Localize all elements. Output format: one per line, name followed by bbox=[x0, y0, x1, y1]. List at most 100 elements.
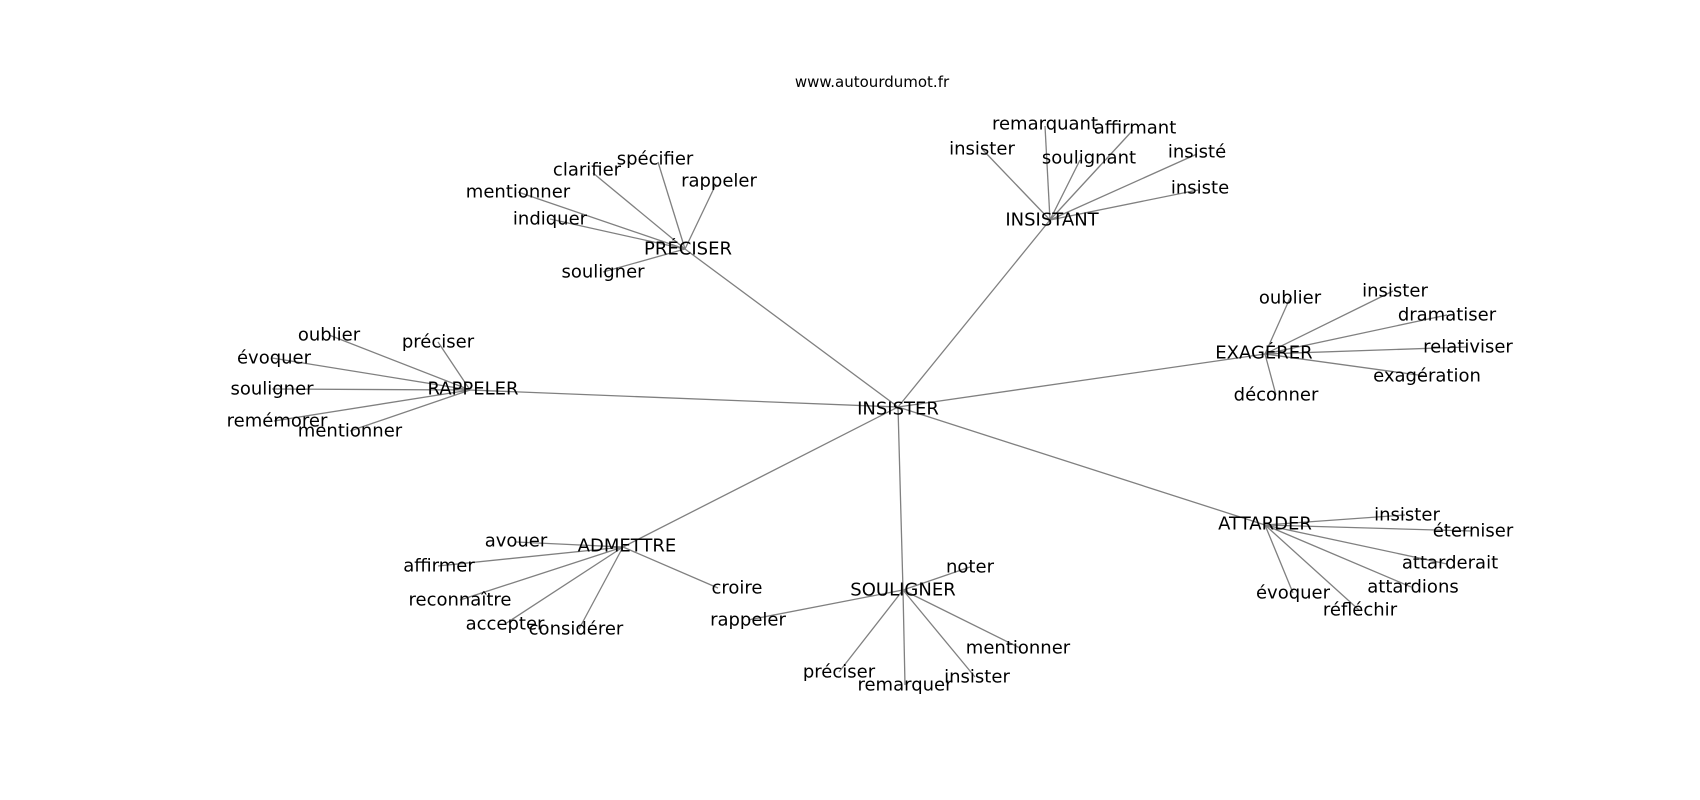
leaf-node-insistant-affirmant[interactable]: affirmant bbox=[1094, 118, 1177, 139]
hub-node-admettre[interactable]: ADMETTRE bbox=[578, 536, 677, 557]
leaf-node-souligner-remarquer[interactable]: remarquer bbox=[857, 675, 953, 696]
leaf-node-preciser-indiquer[interactable]: indiquer bbox=[513, 209, 588, 230]
edge-souligner-preciser bbox=[838, 589, 904, 673]
hub-node-rappeler[interactable]: RAPPELER bbox=[427, 379, 518, 400]
edge-preciser-clarifier bbox=[592, 172, 686, 250]
leaf-node-insistant-insiste[interactable]: insiste bbox=[1171, 178, 1229, 199]
leaf-node-preciser-rappeler[interactable]: rappeler bbox=[681, 171, 757, 192]
leaf-node-exagerer-insister[interactable]: insister bbox=[1362, 281, 1428, 302]
edge-center-attarder bbox=[897, 406, 1266, 526]
edge-attarder-evoquer bbox=[1264, 524, 1294, 594]
leaf-node-rappeler-evoquer[interactable]: évoquer bbox=[237, 348, 312, 369]
edge-center-preciser bbox=[684, 248, 899, 408]
hub-node-insistant[interactable]: INSISTANT bbox=[1005, 210, 1099, 231]
leaf-node-rappeler-oublier[interactable]: oublier bbox=[298, 325, 361, 346]
leaf-node-preciser-clarifier[interactable]: clarifier bbox=[553, 160, 622, 181]
edge-souligner-mentionner bbox=[902, 589, 1021, 649]
leaf-node-attarder-reflechir[interactable]: réfléchir bbox=[1323, 600, 1398, 621]
leaf-node-exagerer-exageration[interactable]: exagération bbox=[1373, 366, 1481, 387]
edge-admettre-croire bbox=[622, 546, 719, 589]
leaf-node-insistant-insister[interactable]: insister bbox=[949, 139, 1015, 160]
edge-exagerer-relativiser bbox=[1264, 346, 1468, 355]
edge-insistant-affirmant bbox=[1049, 129, 1134, 221]
edge-rappeler-preciser bbox=[437, 341, 471, 391]
edge-rappeler-souligner bbox=[271, 388, 471, 391]
edge-insistant-insiste bbox=[1049, 153, 1198, 221]
edge-preciser-souligner bbox=[602, 248, 686, 273]
edge-attarder-attardions bbox=[1264, 524, 1412, 588]
edge-rappeler-oublier bbox=[328, 334, 471, 391]
leaf-node-exagerer-relativiser[interactable]: relativiser bbox=[1423, 337, 1513, 358]
edge-admettre-considerer bbox=[578, 546, 624, 630]
edge-insistant-insiste bbox=[1049, 189, 1199, 221]
edge-attarder-reflechir bbox=[1264, 524, 1360, 611]
leaf-node-attarder-insister[interactable]: insister bbox=[1374, 505, 1440, 526]
edge-souligner-noter bbox=[902, 566, 971, 591]
hub-node-souligner[interactable]: SOULIGNER bbox=[850, 580, 955, 601]
leaf-node-souligner-noter[interactable]: noter bbox=[946, 557, 995, 578]
site-url[interactable]: www.autourdumot.fr bbox=[795, 73, 950, 91]
leaf-node-rappeler-rememorer[interactable]: remémorer bbox=[227, 411, 328, 432]
leaf-node-rappeler-mentionner[interactable]: mentionner bbox=[298, 421, 403, 442]
edge-insistant-insister bbox=[981, 148, 1051, 221]
leaf-node-admettre-affirmer[interactable]: affirmer bbox=[403, 556, 475, 577]
hub-node-exagerer[interactable]: EXAGÉRER bbox=[1215, 342, 1312, 364]
edge-exagerer-deconner bbox=[1264, 353, 1277, 396]
edge-attarder-insister bbox=[1264, 514, 1406, 526]
leaf-node-exagerer-deconner[interactable]: déconner bbox=[1234, 385, 1319, 406]
leaf-node-souligner-preciser[interactable]: préciser bbox=[803, 662, 876, 683]
graph-edges bbox=[271, 125, 1472, 686]
leaf-node-insistant-soulignant[interactable]: soulignant bbox=[1042, 148, 1136, 169]
edge-preciser-rappeler bbox=[684, 183, 717, 250]
edge-center-rappeler bbox=[469, 389, 899, 408]
leaf-node-attarder-attardions[interactable]: attardions bbox=[1367, 577, 1459, 598]
leaf-node-souligner-mentionner[interactable]: mentionner bbox=[966, 638, 1071, 659]
edge-souligner-remarquer bbox=[902, 589, 906, 686]
leaf-node-insistant-remarquant[interactable]: remarquant bbox=[992, 114, 1098, 135]
leaf-node-admettre-accepter[interactable]: accepter bbox=[466, 614, 545, 635]
leaf-node-exagerer-dramatiser[interactable]: dramatiser bbox=[1398, 305, 1497, 326]
leaf-node-exagerer-oublier[interactable]: oublier bbox=[1259, 288, 1322, 309]
leaf-node-insistant-insiste[interactable]: insisté bbox=[1168, 142, 1226, 163]
leaf-node-preciser-specifier[interactable]: spécifier bbox=[617, 149, 694, 170]
edge-preciser-specifier bbox=[657, 161, 686, 250]
leaf-node-attarder-eterniser[interactable]: éterniser bbox=[1433, 521, 1514, 542]
edge-admettre-avouer bbox=[515, 541, 624, 548]
hub-node-preciser[interactable]: PRÉCISER bbox=[644, 238, 732, 260]
edge-insistant-remarquant bbox=[1044, 125, 1051, 221]
edge-center-souligner bbox=[897, 406, 904, 591]
edge-center-admettre bbox=[622, 406, 899, 548]
leaf-node-admettre-avouer[interactable]: avouer bbox=[485, 531, 548, 552]
edge-center-exagerer bbox=[897, 353, 1266, 408]
edge-admettre-accepter bbox=[504, 546, 624, 625]
leaf-node-admettre-croire[interactable]: croire bbox=[712, 578, 763, 599]
leaf-node-preciser-mentionner[interactable]: mentionner bbox=[466, 182, 571, 203]
edge-attarder-eterniser bbox=[1264, 524, 1472, 532]
edge-center-insistant bbox=[897, 219, 1051, 408]
edge-admettre-affirmer bbox=[437, 546, 624, 567]
leaf-node-rappeler-souligner[interactable]: souligner bbox=[230, 379, 314, 400]
edge-exagerer-oublier bbox=[1264, 297, 1291, 355]
hub-node-attarder[interactable]: ATTARDER bbox=[1218, 514, 1312, 535]
leaf-node-attarder-attarderait[interactable]: attarderait bbox=[1402, 553, 1498, 574]
edge-exagerer-exageration bbox=[1264, 353, 1426, 377]
leaf-node-preciser-souligner[interactable]: souligner bbox=[561, 262, 645, 283]
leaf-node-souligner-rappeler[interactable]: rappeler bbox=[710, 610, 786, 631]
leaf-node-attarder-evoquer[interactable]: évoquer bbox=[1256, 583, 1331, 604]
leaf-node-souligner-insister[interactable]: insister bbox=[944, 667, 1010, 688]
edge-attarder-attarderait bbox=[1264, 524, 1448, 565]
center-node-insister[interactable]: INSISTER bbox=[857, 399, 939, 420]
leaf-node-admettre-reconnaitre[interactable]: reconnaître bbox=[409, 590, 512, 611]
edge-preciser-indiquer bbox=[549, 218, 686, 250]
edge-souligner-insister bbox=[902, 589, 976, 678]
graph-labels: www.autourdumot.fr INSISTER INSISTANT rema… bbox=[227, 73, 1514, 696]
edge-exagerer-dramatiser bbox=[1264, 314, 1448, 355]
edge-rappeler-rememorer bbox=[273, 389, 471, 422]
edge-admettre-reconnaitre bbox=[459, 546, 624, 601]
leaf-node-rappeler-preciser[interactable]: préciser bbox=[402, 332, 475, 353]
edge-rappeler-evoquer bbox=[271, 357, 471, 391]
leaf-node-admettre-considerer[interactable]: considérer bbox=[529, 619, 624, 640]
edge-preciser-mentionner bbox=[517, 191, 686, 250]
edge-insistant-soulignant bbox=[1049, 159, 1081, 221]
